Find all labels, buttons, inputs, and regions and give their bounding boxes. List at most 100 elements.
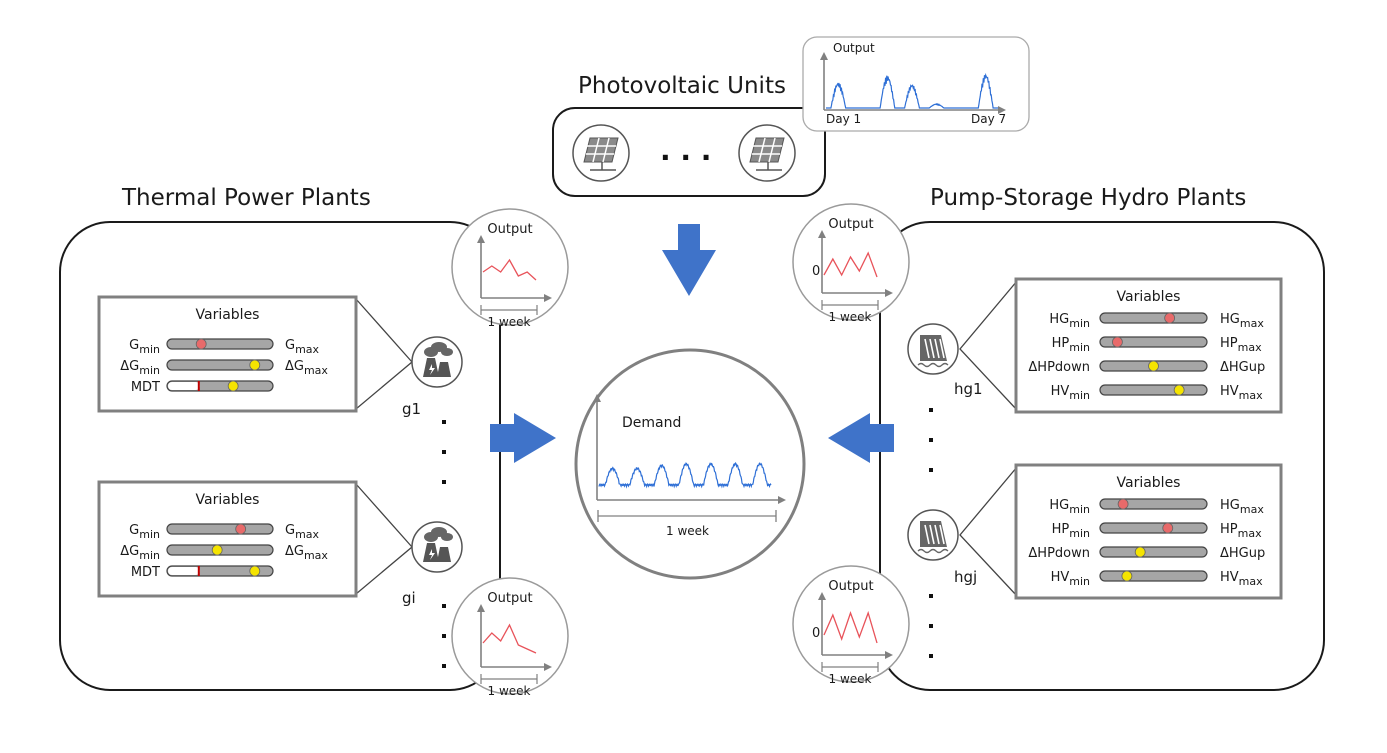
hydro-panel-hgj-row-1-max-label: HPmax — [1220, 522, 1262, 540]
hydro-panel-hgj-row-0-max-label-subscript: max — [1240, 503, 1264, 516]
hydro-panel-hg1-row-0-max-label-subscript: max — [1240, 317, 1264, 330]
pv-title: Photovoltaic Units — [578, 73, 786, 99]
thermal-panel-g1-row-2-slider-knob — [227, 380, 239, 392]
thermal-panel-g1-row-1-min-label-subscript: min — [139, 364, 160, 377]
thermal-panel-g1-row-0-min-label-text: G — [129, 338, 139, 353]
thermal-panel-g1-row-1-min-label-text: ΔG — [120, 359, 139, 374]
thermal-output-chart-gi-period: 1 week — [488, 684, 531, 698]
thermal-panel-g1-row-1-max-label-text: ΔG — [285, 359, 304, 374]
hydro-output-chart-hg1-title: Output — [828, 217, 873, 232]
hydro-panel-hg1-row-3-max-label-text: HV — [1220, 384, 1239, 399]
hydro-panel-hg1-row-1-min-label-subscript: min — [1069, 341, 1090, 354]
hydro-panel-hgj-row-3-min-label-text: HV — [1051, 570, 1070, 585]
hydro-panel-hg1-row-0-max-label: HGmax — [1220, 312, 1264, 330]
thermal-panel-gi-row-2-min-label-text: MDT — [131, 565, 160, 580]
pv-day-end: Day 7 — [971, 112, 1006, 126]
hydro-panel-hgj-row-3-max-label-subscript: max — [1239, 575, 1263, 588]
hydro-panel-hgj-row-1-min-label: HPmin — [1052, 522, 1090, 540]
thermal-panel-g1-row-0-slider-knob — [195, 338, 207, 350]
hydro-panel-hg1-row-3-slider-track — [1099, 384, 1208, 396]
thermal-output-chart-g1-line — [482, 258, 537, 281]
thermal-panel-g1-row-1-slider-track — [166, 359, 274, 371]
hydro-panel-hg1-row-0-min-label-subscript: min — [1069, 317, 1090, 330]
hydro-panel-hg1-row-3-min-label: HVmin — [1051, 384, 1090, 402]
hydro-panel-hgj-row-1-max-label-text: HP — [1220, 522, 1238, 537]
hydro-panel-hgj-row-3-max-label-text: HV — [1220, 570, 1239, 585]
hydro-panel-hgj-row-2-slider-knob — [1134, 546, 1146, 558]
thermal-title: Thermal Power Plants — [121, 185, 371, 211]
hydro-panel-hgj-row-0-max-label-text: HG — [1220, 498, 1240, 513]
thermal-output-chart-gi-line — [482, 623, 537, 654]
hydro-panel-hg1-row-0-slider-knob — [1164, 312, 1176, 324]
thermal-panel-gi-row-1-max-label-subscript: max — [304, 549, 328, 562]
thermal-panel-g1-row-1-min-label: ΔGmin — [120, 359, 160, 377]
hydro-panel-hgj-row-0-min-label: HGmin — [1049, 498, 1090, 516]
hydro-panel-hg1-row-0-min-label: HGmin — [1049, 312, 1090, 330]
hydro-panel-hg1-row-1-slider-knob — [1112, 336, 1123, 348]
thermal-panel-gi-row-2-slider-knob — [249, 565, 261, 577]
hydro-panel-hgj-row-1-min-label-text: HP — [1052, 522, 1070, 537]
hydro-panel-hg1-row-3-max-label-subscript: max — [1239, 389, 1263, 402]
hydro-panel-hgj-row-0-slider-knob — [1117, 498, 1129, 510]
thermal-panel-gi-row-1-max-label: ΔGmax — [285, 544, 328, 562]
thermal-ellipsis-lower — [442, 604, 446, 668]
hydro-title: Pump-Storage Hydro Plants — [930, 185, 1246, 211]
thermal-panel-g1-row-2-min-label: MDT — [131, 380, 160, 395]
hydro-unit-label-hgj: hgj — [954, 568, 977, 586]
hydro-panel-hgj-row-3-max-label: HVmax — [1220, 570, 1263, 588]
hydro-panel-hgj-title: Variables — [1117, 475, 1181, 491]
thermal-panel-g1-row-1-slider-knob — [249, 359, 261, 371]
hydro-panel-hg1-row-1-min-label: HPmin — [1052, 336, 1090, 354]
hydro-panel-hgj-row-2-max-label: ΔHGup — [1220, 546, 1265, 561]
thermal-panel-gi-row-2-min-label: MDT — [131, 565, 160, 580]
hydro-panel-hg1-row-1-max-label-text: HP — [1220, 336, 1238, 351]
hydro-panel-hg1-row-1-min-label-text: HP — [1052, 336, 1070, 351]
hydro-panel-hg1-row-3-max-label: HVmax — [1220, 384, 1263, 402]
hydro-panel-hgj-row-0-min-label-text: HG — [1049, 498, 1069, 513]
hydro-ellipsis-lower — [929, 594, 933, 658]
hydro-panel-hgj-row-3-slider-knob — [1121, 570, 1133, 582]
hydro-output-chart-hg1: Output 0 1 week — [792, 203, 910, 324]
hydro-output-chart-hg1-zero: 0 — [812, 264, 820, 279]
thermal-ellipsis-upper — [442, 420, 446, 484]
hydro-panel-hgj-row-2-max-label-text: ΔHGup — [1220, 546, 1265, 561]
thermal-panel-g1-row-2-min-label-text: MDT — [131, 380, 160, 395]
hydro-panel-hg1-row-0-min-label-text: HG — [1049, 312, 1069, 327]
hydro-panel-hg1-row-2-min-label-text: ΔHPdown — [1028, 360, 1090, 375]
hydro-panel-hg1-row-1-max-label: HPmax — [1220, 336, 1262, 354]
hydro-panel-hg1-row-3-min-label-subscript: min — [1069, 389, 1090, 402]
thermal-panel-g1-row-0-max-label-text: G — [285, 338, 295, 353]
hydro-panel-hgj-row-1-min-label-subscript: min — [1069, 527, 1090, 540]
demand-chart: Demand 1 week — [574, 348, 806, 580]
thermal-panel-gi-row-0-min-label: Gmin — [129, 523, 160, 541]
hydro-panel-hgj-row-0-min-label-subscript: min — [1069, 503, 1090, 516]
hydro-panel-hgj-row-3-min-label-subscript: min — [1069, 575, 1090, 588]
thermal-panel-g1-row-0-max-label: Gmax — [285, 338, 320, 356]
thermal-panel-g1-row-0-min-label-subscript: min — [139, 343, 160, 356]
hydro-panel-hgj-row-1-slider-knob — [1162, 522, 1174, 534]
pv-output-line — [826, 72, 998, 109]
hydro-output-chart-hg1-period: 1 week — [829, 310, 872, 324]
hydro-unit-label-hg1: hg1 — [954, 380, 983, 398]
thermal-panel-gi-row-0-slider-track — [166, 523, 274, 535]
thermal-unit-label-gi: gi — [402, 589, 416, 607]
thermal-panel-g1-row-1-max-label: ΔGmax — [285, 359, 328, 377]
pv-day-start: Day 1 — [826, 112, 861, 126]
thermal-panel-gi-row-1-min-label-text: ΔG — [120, 544, 139, 559]
solar-panel-icon-1 — [572, 124, 630, 182]
hydro-panel-hgj-row-2-min-label-text: ΔHPdown — [1028, 546, 1090, 561]
thermal-panel-gi-row-0-min-label-subscript: min — [139, 528, 160, 541]
hydro-panel-hgj-row-2-slider-track — [1099, 546, 1208, 558]
thermal-to-demand-arrow — [490, 413, 556, 463]
thermal-output-chart-g1-title: Output — [487, 222, 532, 237]
thermal-panel-g1-row-0-max-label-subscript: max — [295, 343, 319, 356]
hydro-panel-hg1-row-2-slider-knob — [1148, 360, 1159, 372]
pv-output-chart: Output Day 1 Day 7 — [802, 36, 1030, 132]
hydro-panel-hgj-row-0-max-label: HGmax — [1220, 498, 1264, 516]
thermal-panel-g1-row-1-max-label-subscript: max — [304, 364, 328, 377]
